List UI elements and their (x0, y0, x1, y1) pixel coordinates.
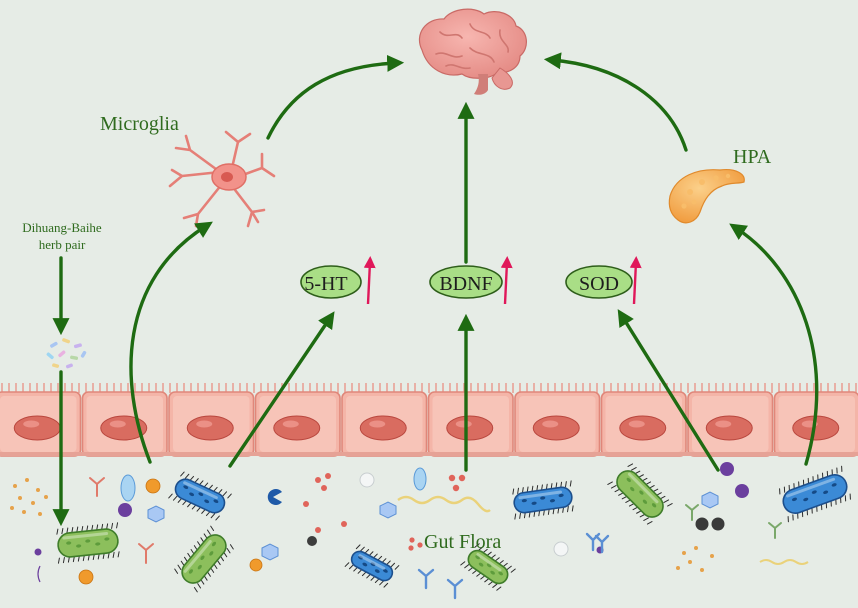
gut-flora-scatter (10, 462, 809, 600)
epithelial-cell (514, 391, 601, 457)
label-herb-line1: Dihuang-Baihe (22, 220, 102, 235)
epithelial-cell (168, 391, 255, 457)
epithelial-cell (687, 391, 774, 457)
marker-label-bdnf: BDNF (439, 273, 492, 295)
epithelial-cell (254, 391, 341, 457)
herb-particles-icon (46, 338, 87, 369)
bacteria-icon (56, 522, 120, 564)
epithelial-cell (427, 391, 514, 457)
arrows (52, 52, 819, 527)
arrow-flora-to-5ht (228, 311, 335, 468)
label-herb-line2: herb pair (39, 237, 86, 252)
bacteria-icon (460, 543, 516, 591)
bacteria-icon (168, 471, 232, 521)
bacteria-icon (607, 463, 673, 525)
bacteria-icon (512, 480, 574, 520)
bacteria-group (56, 463, 851, 593)
intestinal-epithelium (0, 383, 858, 457)
epithelial-cell (0, 391, 82, 457)
bacteria-icon (779, 465, 851, 523)
arrow-microglia-to-brain (266, 54, 405, 140)
adrenal-gland-icon (668, 169, 745, 224)
arrow-flora-to-hpa (729, 223, 819, 466)
epithelial-cell (341, 391, 428, 457)
up-arrow-sod (629, 256, 642, 305)
marker-5ht: 5-HT (300, 256, 376, 305)
marker-label-5ht: 5-HT (304, 273, 347, 295)
adrenal-texture (681, 173, 731, 209)
epithelial-cell (81, 391, 168, 457)
up-arrow-5ht (363, 256, 376, 305)
microglia-cell-icon (168, 130, 276, 228)
bacteria-icon (344, 544, 400, 588)
arrow-hpa-to-brain (543, 52, 688, 152)
marker-label-sod: SOD (579, 273, 619, 295)
label-gut-flora: Gut Flora (424, 531, 501, 553)
marker-sod: SOD (565, 256, 642, 305)
up-arrow-bdnf (500, 256, 513, 305)
arrow-flora-to-sod (617, 309, 720, 472)
label-hpa: HPA (733, 146, 772, 168)
brain-icon (418, 8, 527, 95)
label-microglia: Microglia (100, 113, 179, 135)
marker-bdnf: BDNF (429, 256, 513, 305)
arrow-flora-to-microglia (129, 221, 213, 464)
bacteria-icon (174, 525, 234, 593)
epithelial-cell (600, 391, 687, 457)
microglia-nucleus (221, 172, 233, 182)
